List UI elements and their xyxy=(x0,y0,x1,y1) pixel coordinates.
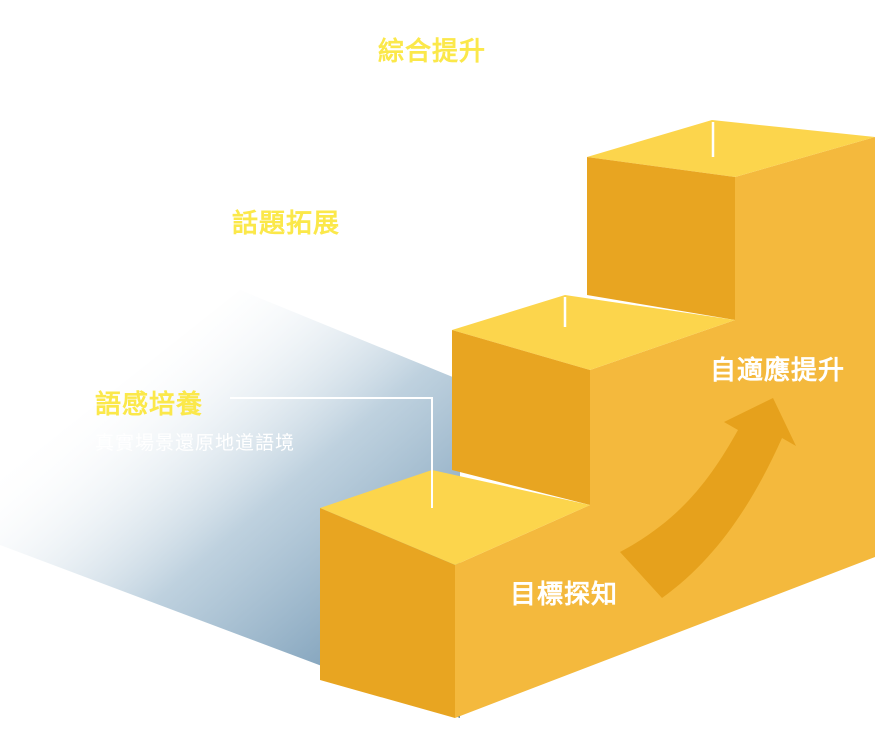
level2-title: 話題拓展 xyxy=(232,209,341,239)
step2-front xyxy=(452,330,590,505)
front-label: 目標探知 xyxy=(510,580,619,610)
curved-arrow-icon xyxy=(620,398,796,598)
connector-line-level1 xyxy=(230,397,433,508)
level1-subtitle: 真實場景還原地道語境 xyxy=(95,432,296,454)
level1-title: 語感培養 xyxy=(95,390,204,420)
step1-front xyxy=(320,508,455,718)
step1-top xyxy=(320,470,590,565)
step3-top xyxy=(587,120,875,177)
side-label: 自適應提升 xyxy=(710,356,846,386)
step3-front xyxy=(587,157,735,320)
step2-top xyxy=(452,295,735,370)
level3-title: 綜合提升 xyxy=(378,37,487,67)
stair-side-face xyxy=(455,137,875,718)
